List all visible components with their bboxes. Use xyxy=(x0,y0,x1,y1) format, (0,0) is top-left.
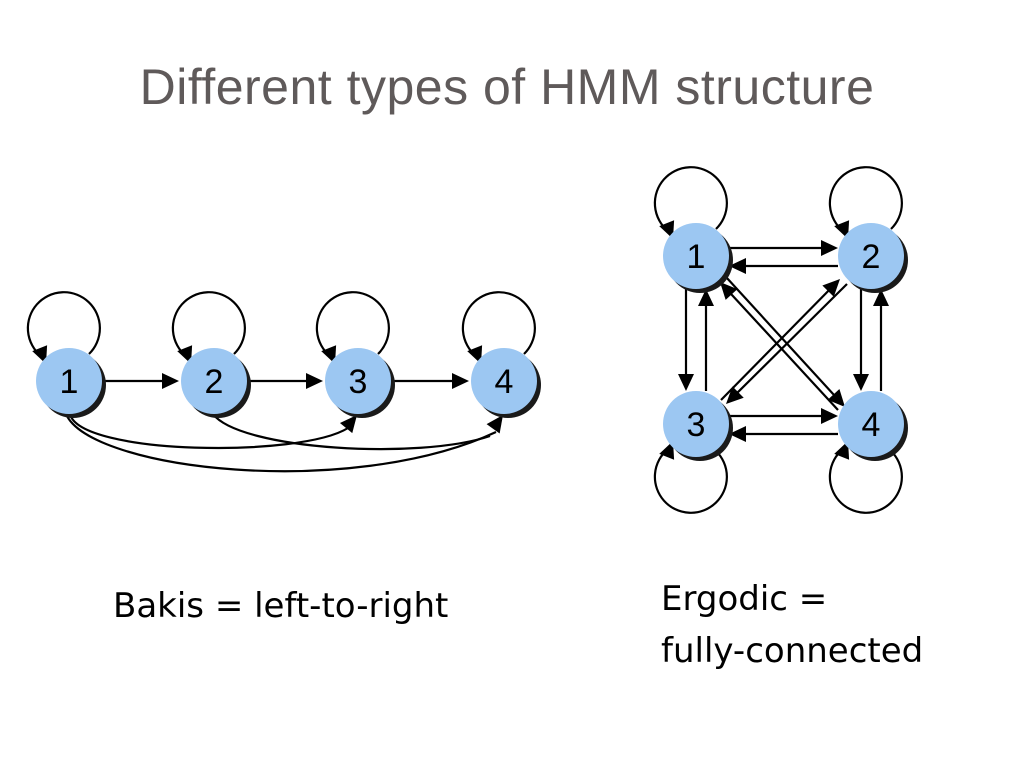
ergodic-edge-3-2 xyxy=(720,279,840,401)
bakis-edge-3-3-arrowhead xyxy=(321,345,337,364)
ergodic-state-2-label: 2 xyxy=(862,238,881,276)
bakis-edge-4-4-arrowhead xyxy=(467,345,483,364)
ergodic-edge-4-1 xyxy=(720,282,839,411)
bakis-edge-1-1-arrowhead xyxy=(32,345,48,364)
ergodic-edge-2-3 xyxy=(726,283,848,404)
ergodic-edge-3-1 xyxy=(698,289,714,391)
ergodic-state-2: 2 xyxy=(838,223,908,293)
ergodic-edge-2-4 xyxy=(853,289,869,391)
bakis-edge-2-3-arrowhead xyxy=(306,373,323,389)
ergodic-state-4-label: 4 xyxy=(862,406,881,444)
ergodic-state-3: 3 xyxy=(663,391,733,461)
ergodic-edge-2-1 xyxy=(729,258,838,274)
ergodic-edge-4-4 xyxy=(828,441,903,514)
bakis-caption-text: Bakis = left-to-right xyxy=(113,586,449,626)
ergodic-edge-1-1-arc xyxy=(653,166,728,232)
ergodic-edge-2-1-arrowhead xyxy=(729,258,746,274)
ergodic-edge-2-2 xyxy=(828,166,903,239)
ergodic-edge-1-1 xyxy=(653,166,728,239)
ergodic-edge-4-1-line xyxy=(725,288,839,411)
ergodic-state-4: 4 xyxy=(838,391,908,461)
bakis-state-4-circle xyxy=(471,348,537,414)
bakis-state-4-label: 4 xyxy=(495,363,514,401)
bakis-edge-1-4-curve xyxy=(64,413,497,473)
ergodic-edge-3-4 xyxy=(729,408,838,424)
ergodic-edge-1-3 xyxy=(678,289,694,391)
bakis-state-1-circle xyxy=(36,348,102,414)
bakis-state-4: 4 xyxy=(471,348,541,418)
ergodic-edge-1-1-arrowhead xyxy=(659,220,675,239)
ergodic-caption-line-2: fully-connected xyxy=(661,631,924,671)
ergodic-edge-2-3-arrowhead xyxy=(726,386,744,404)
ergodic-edge-3-4-arrowhead xyxy=(821,408,838,424)
bakis-edge-1-2 xyxy=(102,373,179,389)
bakis-edge-2-2 xyxy=(171,291,246,364)
bakis-state-2: 2 xyxy=(181,348,251,418)
bakis-edge-1-3-curve xyxy=(68,413,349,450)
ergodic-edge-3-2-line xyxy=(720,285,834,401)
bakis-state-3-label: 3 xyxy=(349,363,368,401)
ergodic-diagram: 1 2 3 4 xyxy=(653,166,908,514)
ergodic-state-3-label: 3 xyxy=(687,406,706,444)
ergodic-state-1-circle xyxy=(663,223,729,289)
ergodic-state-1-label: 1 xyxy=(687,238,706,276)
ergodic-edge-1-4-arrowhead xyxy=(827,389,845,407)
bakis-edge-1-3 xyxy=(68,413,357,450)
ergodic-edge-4-2 xyxy=(873,289,889,391)
bakis-edge-1-3-arrowhead xyxy=(339,415,357,434)
ergodic-edge-2-4-arrowhead xyxy=(853,374,869,391)
bakis-state-3-circle xyxy=(325,348,391,414)
ergodic-edge-4-3-arrowhead xyxy=(729,426,746,442)
ergodic-state-3-circle xyxy=(663,391,729,457)
ergodic-edge-3-3-arc xyxy=(653,448,728,514)
bakis-edge-1-2-arrowhead xyxy=(162,373,179,389)
ergodic-state-1: 1 xyxy=(663,223,733,293)
bakis-edge-3-4-arrowhead xyxy=(452,373,469,389)
ergodic-edge-4-1-arrowhead xyxy=(720,282,738,300)
bakis-state-2-label: 2 xyxy=(205,363,224,401)
ergodic-edge-2-2-arc xyxy=(828,166,903,232)
slide-title: Different types of HMM structure xyxy=(139,59,875,115)
ergodic-state-4-circle xyxy=(838,391,904,457)
ergodic-edge-1-2-arrowhead xyxy=(821,240,838,256)
bakis-edge-4-4-arc xyxy=(461,291,536,357)
ergodic-edge-1-2 xyxy=(729,240,838,256)
bakis-edge-2-2-arrowhead xyxy=(177,345,193,364)
ergodic-caption: Ergodic = fully-connected xyxy=(661,573,923,677)
bakis-edge-2-3 xyxy=(247,373,323,389)
bakis-edge-3-3-arc xyxy=(315,291,390,357)
bakis-state-2-circle xyxy=(181,348,247,414)
bakis-state-1: 1 xyxy=(36,348,106,418)
bakis-edge-2-4-curve xyxy=(212,413,491,451)
bakis-edge-3-4 xyxy=(391,373,469,389)
bakis-state-1-label: 1 xyxy=(60,363,79,401)
bakis-edge-2-4 xyxy=(212,413,491,451)
bakis-edge-3-3 xyxy=(315,291,390,364)
bakis-edge-4-4 xyxy=(461,291,536,364)
bakis-edge-1-4 xyxy=(64,413,503,473)
ergodic-edge-4-2-arrowhead xyxy=(873,289,889,306)
ergodic-edge-2-3-line xyxy=(732,283,848,398)
ergodic-state-2-circle xyxy=(838,223,904,289)
ergodic-edge-3-1-arrowhead xyxy=(698,289,714,306)
ergodic-edge-4-4-arc xyxy=(828,448,903,514)
ergodic-edge-3-2-arrowhead xyxy=(822,279,840,297)
bakis-edge-1-4-arrowhead xyxy=(486,415,503,434)
ergodic-edge-4-4-arrowhead xyxy=(834,441,850,460)
ergodic-edge-3-3-arrowhead xyxy=(659,441,675,460)
ergodic-caption-line-1: Ergodic = xyxy=(661,579,828,619)
ergodic-edge-1-3-arrowhead xyxy=(678,374,694,391)
ergodic-edge-2-2-arrowhead xyxy=(834,220,850,239)
bakis-state-3: 3 xyxy=(325,348,395,418)
bakis-diagram: 1 2 3 4 xyxy=(26,291,541,473)
bakis-edge-2-2-arc xyxy=(171,291,246,357)
ergodic-edge-3-3 xyxy=(653,441,728,514)
ergodic-edge-4-3 xyxy=(729,426,838,442)
bakis-edge-1-1-arc xyxy=(26,291,101,357)
bakis-edge-1-1 xyxy=(26,291,101,364)
bakis-caption: Bakis = left-to-right xyxy=(113,580,448,632)
